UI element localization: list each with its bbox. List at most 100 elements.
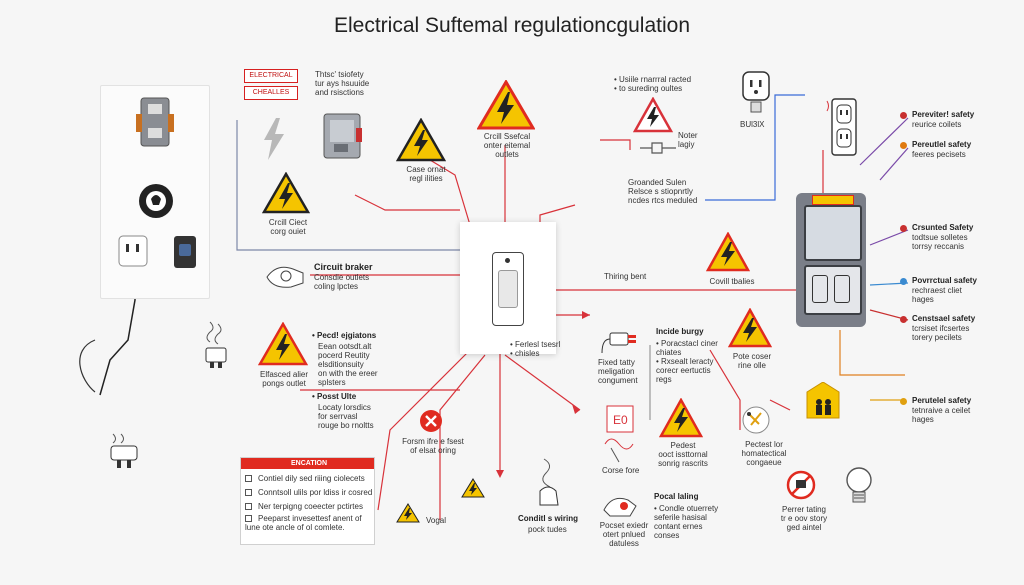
fixed-label: Fixed tatty meligation congument [598, 358, 638, 385]
note-label: Noter lagiy [678, 131, 698, 149]
regulations-body: Eean ootsdt.alt pocerd Reutity elsdition… [318, 342, 378, 387]
switch-toggle[interactable] [498, 270, 518, 308]
plug-spark-icon [200, 318, 232, 383]
right-item-sub: tetnraive a ceilet hages [912, 406, 971, 424]
warning-caption: Crcill Ciect corg ouiet [268, 218, 308, 236]
warning-icon [261, 171, 311, 219]
socket-bulb-icon [740, 70, 772, 121]
checklist-item[interactable]: Peeparst invesettesf anent of lune ote a… [245, 514, 362, 532]
hand-device-icon [600, 490, 640, 525]
conduit-label: Conditl s wiring [518, 514, 578, 523]
light-bulb-icon [844, 465, 874, 516]
warning-icon [727, 307, 773, 353]
wiring-label: Thiring bent [604, 272, 647, 281]
breaker-box-icon [322, 112, 364, 167]
device-panel [100, 85, 210, 299]
right-item-title: Censtsael safety [912, 314, 976, 323]
prefer-caption: Perrer tating tr e oov story ged aintel [780, 505, 828, 532]
warning-caption: Covill tbalies [709, 277, 755, 286]
checklist-item[interactable]: Contiel dily sed riiing ciolecets [245, 472, 370, 486]
plug-icon [638, 138, 678, 161]
pocset-caption: Pocset exiedr otert pnlued datuless [599, 521, 649, 548]
checkbox[interactable] [245, 475, 252, 483]
checkbox[interactable] [245, 489, 252, 497]
regulations-title: • Pecd! ejgiatons [312, 331, 377, 340]
electrical-panel[interactable] [796, 193, 866, 327]
right-item-sub: feeres pecisets [912, 150, 966, 159]
pocal-body: • Condle otuerrety seferile hasisal cont… [654, 504, 719, 540]
warning-icon [461, 478, 485, 503]
svg-text:E0: E0 [613, 413, 628, 427]
circuit-breaker-sub: Consdie outlets coling lpctes [314, 273, 370, 291]
wall-switch[interactable] [460, 222, 556, 354]
small-note: • Ferlesl tsesrl • chisles [510, 340, 561, 358]
pocal-title: Pocal laling [654, 492, 699, 501]
switch-indicator [505, 258, 510, 263]
right-item-title: Crsunted Safety [912, 223, 974, 232]
warning-caption: Elfasced alier pongs outlet [259, 370, 309, 388]
right-item-sub: reurice coilets [912, 120, 962, 129]
bullet-icon [900, 316, 907, 323]
pectest-caption: Pectest lor homatectical congaeue [741, 440, 787, 467]
bullet-icon [900, 112, 907, 119]
right-safety-list: Pereviter! safety reurice coilets Pereut… [898, 108, 1018, 428]
circuit-breaker-label: Circuit braker [314, 262, 373, 272]
warning-icon [476, 79, 536, 135]
switch-frame [492, 252, 524, 326]
electrical-tag: ELECTRICAL [244, 69, 298, 83]
checkbox[interactable] [245, 503, 252, 511]
tag-people-icon [805, 381, 841, 425]
page-title: Electrical Suftemal regulationcgulation [333, 14, 691, 37]
bullet-icon [900, 225, 907, 232]
plug-icon [105, 432, 145, 479]
right-item-sub: rechraest cliet hages [912, 286, 962, 304]
bullet-icon [900, 398, 907, 405]
safety-note: Thtsc' tsiofety tur ays hsuuide and rsis… [315, 70, 370, 97]
inside-title: Incide burgy [656, 327, 704, 336]
warning-icon [396, 503, 420, 528]
comfore-label: Corse fore [602, 466, 640, 475]
hand-plug-icon [264, 262, 308, 297]
warning-icon [395, 117, 447, 167]
checklist-item[interactable]: Conntsoll ulils por ldiss ir cosred [245, 486, 372, 500]
post-body: Locaty lorsdics for serrvasl rouge bo rn… [318, 403, 374, 430]
meter-icon: E0 [603, 404, 639, 471]
right-item-title: Povrrctual safety [912, 276, 977, 285]
warning-outline-icon [632, 96, 674, 138]
lightning-icon [258, 118, 288, 165]
prohibited-caption: Forsm ifre e fsest of elsat oring [402, 437, 464, 455]
checklist-item[interactable]: Ner terpigng coeecter pctirtes [245, 500, 370, 514]
warning-caption: Pedest ooct issttornal sonrig rascrits [658, 441, 708, 468]
checklist-header: ENCATION [241, 458, 374, 469]
right-item-sub: todtsue solletes torrsy reccanis [912, 233, 968, 251]
warning-caption: Case ornat regl ilities [406, 165, 446, 183]
right-item-title: Pereutlel safety [912, 140, 972, 149]
conduit-sub: pock tudes [528, 525, 567, 534]
warning-caption: Pote coser rine olle [732, 352, 772, 370]
no-plug-icon [786, 470, 816, 505]
panel-screen [804, 205, 862, 261]
tools-icon [741, 405, 771, 440]
panel-outlets [804, 265, 862, 315]
usage-note: • Usiile rnarrral racted • to sureding o… [614, 75, 692, 93]
checkbox[interactable] [245, 515, 252, 523]
warning-icon [705, 231, 751, 277]
inside-body: • Poracstacl ciner chiates • Rxsealt ler… [656, 339, 718, 384]
prohibited-icon [419, 409, 443, 438]
education-checklist: ENCATION Contiel dily sed riiing ciolece… [240, 457, 375, 545]
vogal-label: Vogal [426, 516, 447, 525]
post-title: • Posst Ulte [312, 392, 357, 401]
warning-caption: Crcill Ssefcal onter eitemal outlets [483, 132, 531, 159]
wiring-hand-icon [534, 455, 564, 514]
bullet-icon [900, 278, 907, 285]
warning-icon [257, 321, 309, 371]
right-item-title: Perutelel safety [912, 396, 972, 405]
challenge-tag: CHEALLES [244, 86, 298, 100]
bulb-label: BUl3lX [740, 120, 765, 129]
dual-outlet-icon [826, 97, 862, 164]
bullet-icon [900, 142, 907, 149]
outlet-device-icon [118, 97, 196, 268]
panel-warning-strip [812, 195, 854, 205]
right-item-sub: tcrsiset ifcsertes torery pecilets [912, 324, 970, 342]
plug-cord-icon [600, 327, 642, 362]
